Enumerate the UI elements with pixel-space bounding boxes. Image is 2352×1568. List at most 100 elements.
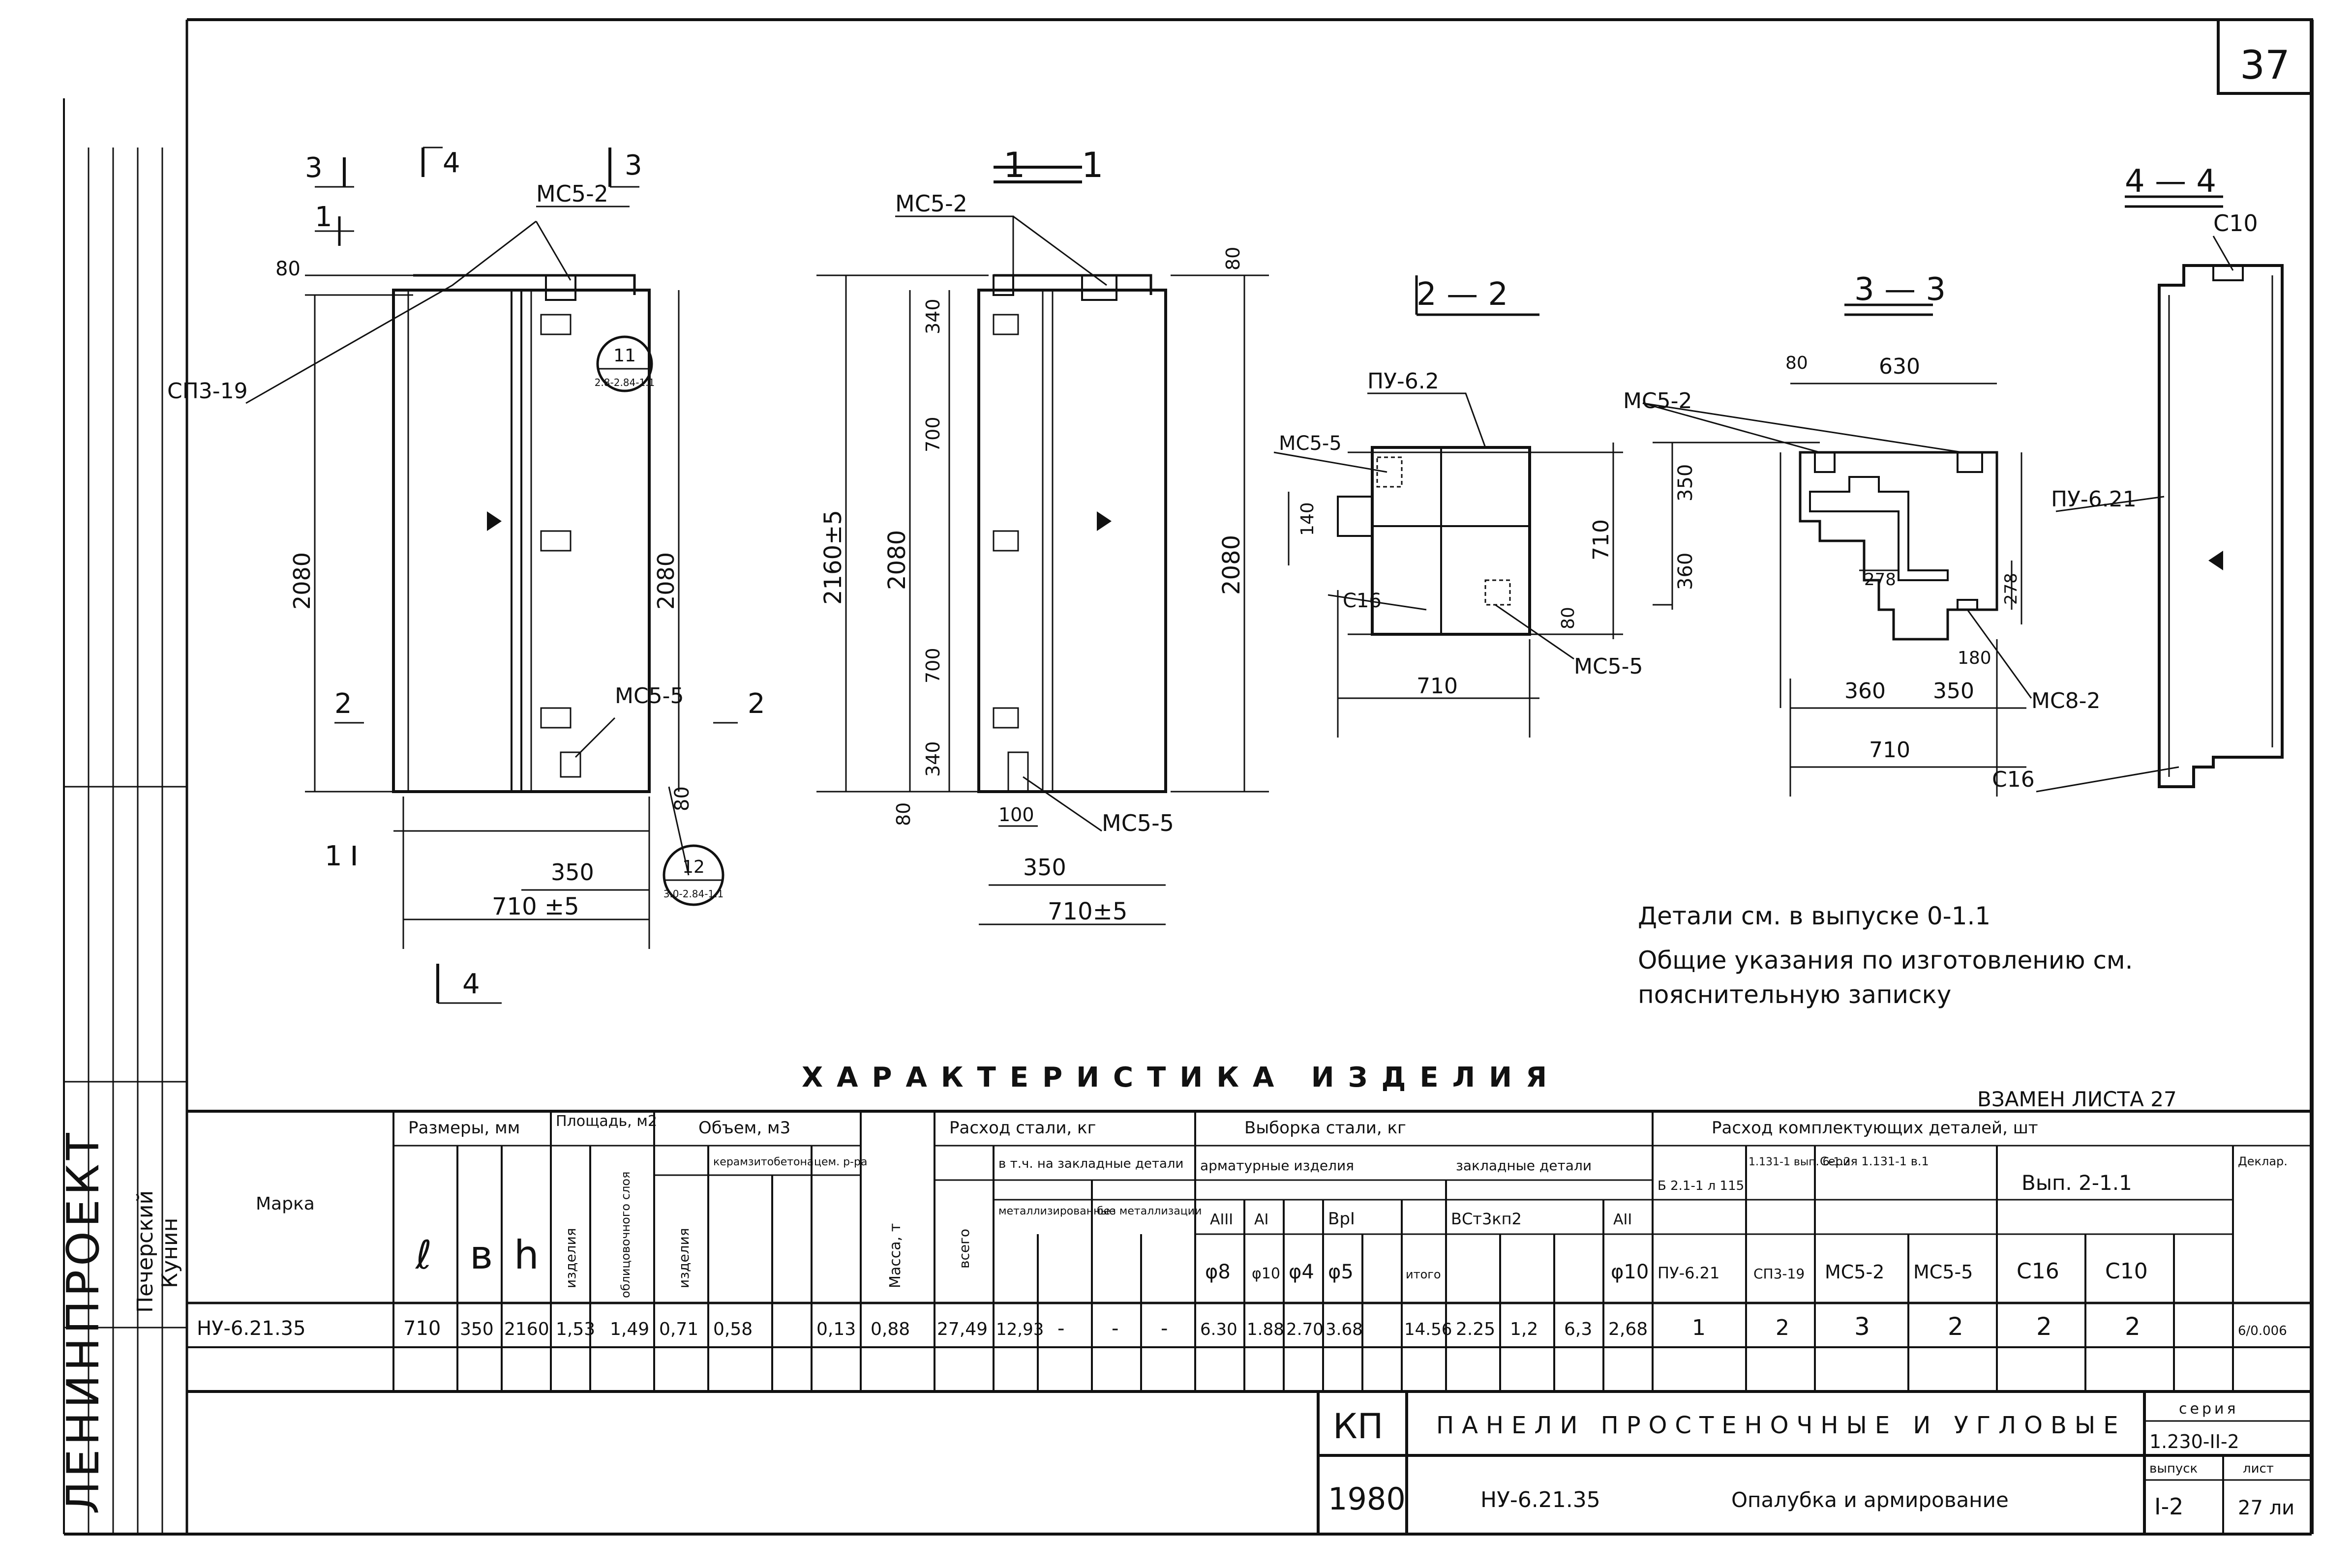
cell-m3: - [1161,1317,1168,1340]
dim-700-bottom: 700 [922,648,944,683]
dim-2080-b: 2080 [883,530,911,590]
view-section-1-1 [816,166,1269,925]
th-sample: Выборка стали, кг [1244,1118,1406,1138]
dim-80-d: 80 [1558,607,1578,629]
dim-2080-right: 2080 [653,552,679,610]
th-l: ℓ [415,1232,432,1278]
section-1-1-title: 1 — 1 [1003,145,1104,185]
th-steel-total: всего [956,1229,972,1269]
replaced-note: ВЗАМЕН ЛИСТА 27 [1977,1087,2177,1111]
label-c16-a: С16 [1343,590,1382,612]
th-sizes: Размеры, мм [408,1118,520,1138]
side-stamp-name-2: Кунин [157,1218,182,1288]
cell-n5: 2 [2036,1312,2052,1341]
th-ser1: Б 2.1-1 л 115 [1658,1179,1744,1193]
th-area1: изделия [563,1228,579,1288]
cut-mark-2b: 2 [748,688,765,720]
note-line-3: пояснительную записку [1638,980,1951,1009]
th-ser4: Вып. 2-1.1 [2021,1171,2132,1195]
table-title: ХАРАКТЕРИСТИКА ИЗДЕЛИЯ [802,1062,1561,1094]
cell-n3: 3 [1854,1312,1870,1341]
cell-d5: 3.68 [1326,1320,1363,1339]
th-h: h [514,1232,539,1278]
view-facade [245,147,738,1004]
cell-vol2: 0,58 [713,1319,753,1339]
dim-278-b: 278 [2001,573,2021,605]
dim-360-v: 360 [1674,553,1697,590]
circle-11-bottom: 2.8-2.84-1.1 [595,377,655,388]
dim-100: 100 [998,804,1034,826]
cell-n6: 2 [2125,1312,2141,1341]
sheet-number: 37 [2240,42,2290,88]
title-block-grid [1317,1391,2312,1534]
cell-a2: 2,68 [1608,1319,1648,1339]
cell-e2: 1,2 [1510,1319,1538,1339]
th-d8: φ8 [1205,1261,1231,1283]
cell-h: 2160 [504,1319,549,1339]
th-ser2: 1.131-1 вып. 6-1.2 [1749,1156,1851,1168]
th-p6: С10 [2105,1259,2148,1284]
tb-series-label: серия [2179,1400,2239,1418]
cell-area1: 1,53 [556,1319,595,1339]
dim-340-top: 340 [922,298,944,334]
dim-278-a: 278 [1864,570,1896,590]
th-parts: Расход комплектующих деталей, шт [1712,1118,2038,1138]
dim-80-b: 80 [893,802,914,826]
title-block-text: КП 1980 ПАНЕЛИ ПРОСТЕНОЧНЫЕ И УГЛОВЫЕ НУ… [1328,1400,2294,1520]
dim-350: 350 [551,859,594,886]
label-mc5-5-a: МС5-5 [615,683,684,709]
th-vol1: изделия [676,1228,692,1288]
view-section-3-3 [1642,303,2032,797]
view-section-1-1-text: 1 — 1 МС5-2 МС5-5 340 700 700 340 2160±5… [819,145,1245,925]
label-mc8-2: МС8-2 [2031,688,2101,713]
dim-630: 630 [1879,354,1920,379]
dim-2080-c: 2080 [1218,535,1245,595]
cell-d10: 1.88 [1247,1320,1284,1339]
circle-11-top: 11 [613,346,636,366]
side-stamp: ЛЕНИНПРОЕКТ Печерский Кунин [58,148,187,1534]
th-p3: МС5-2 [1825,1261,1884,1283]
dim-80-bottom: 80 [671,786,694,811]
dim-350-d: 350 [1933,679,1974,704]
dim-710-5: 710 ±5 [492,893,579,920]
cell-vol1: 0,71 [659,1319,698,1339]
notes: Детали см. в выпуске 0-1.1 Общие указани… [1638,902,2133,1009]
cut-mark-4b: 4 [462,968,480,1000]
section-3-3-title: 3 — 3 [1854,271,1946,308]
th-steel-mark: ВСт3кп2 [1451,1210,1522,1228]
side-stamp-org: ЛЕНИНПРОЕКТ [58,1129,109,1514]
cell-vol3: 0,13 [816,1319,856,1339]
dim-80-top: 80 [275,258,301,280]
cell-dekl: 6/0.006 [2238,1324,2287,1338]
table-row: НУ-6.21.35 710 350 2160 1,53 1,49 0,71 0… [197,1312,2287,1341]
label-mc5-5-b: МС5-5 [1102,810,1174,836]
view-section-4-4-text: 4 — 4 С10 ПУ-6.21 С16 [1992,163,2258,792]
view-facade-text: 3 4 3 1 2 2 1 4 МС5-2 СП3-19 МС5-5 11 2.… [167,147,765,1000]
th-d10b: φ10 [1611,1261,1649,1283]
tb-subtitle: Опалубка и армирование [1731,1488,2009,1512]
cut-mark-4a: 4 [443,147,460,179]
dim-180: 180 [1958,648,1991,668]
label-c10-a: С10 [2213,210,2258,237]
view-section-4-4 [2036,195,2284,793]
cell-m1: - [1057,1317,1064,1340]
th-p5: С16 [2017,1259,2059,1284]
tb-sheet-value: 27 ли [2238,1497,2294,1519]
label-pu-6-2: ПУ-6.2 [1367,369,1439,394]
tb-series-value: 1.230-II-2 [2149,1431,2239,1452]
dim-710-a: 710 [1589,519,1614,561]
th-vol2: керамзитобетона [713,1156,814,1168]
cell-area2: 1,49 [610,1319,649,1339]
dim-710-5-b: 710±5 [1048,898,1127,925]
label-mc5-5-d: МС5-5 [1574,654,1643,679]
label-mc5-5-c: МС5-5 [1279,432,1342,455]
tb-title: ПАНЕЛИ ПРОСТЕНОЧНЫЕ И УГЛОВЫЕ [1436,1412,2126,1439]
cell-marka: НУ-6.21.35 [197,1317,306,1340]
cell-itogo: 14.56 [1404,1320,1452,1339]
dim-710-c: 710 [1869,738,1910,763]
th-marka: Марка [256,1194,315,1214]
label-pu-6-21: ПУ-6.21 [2051,487,2137,512]
note-line-2: Общие указания по изготовлению см. [1638,946,2133,975]
cut-mark-1a: 1 [315,201,332,233]
